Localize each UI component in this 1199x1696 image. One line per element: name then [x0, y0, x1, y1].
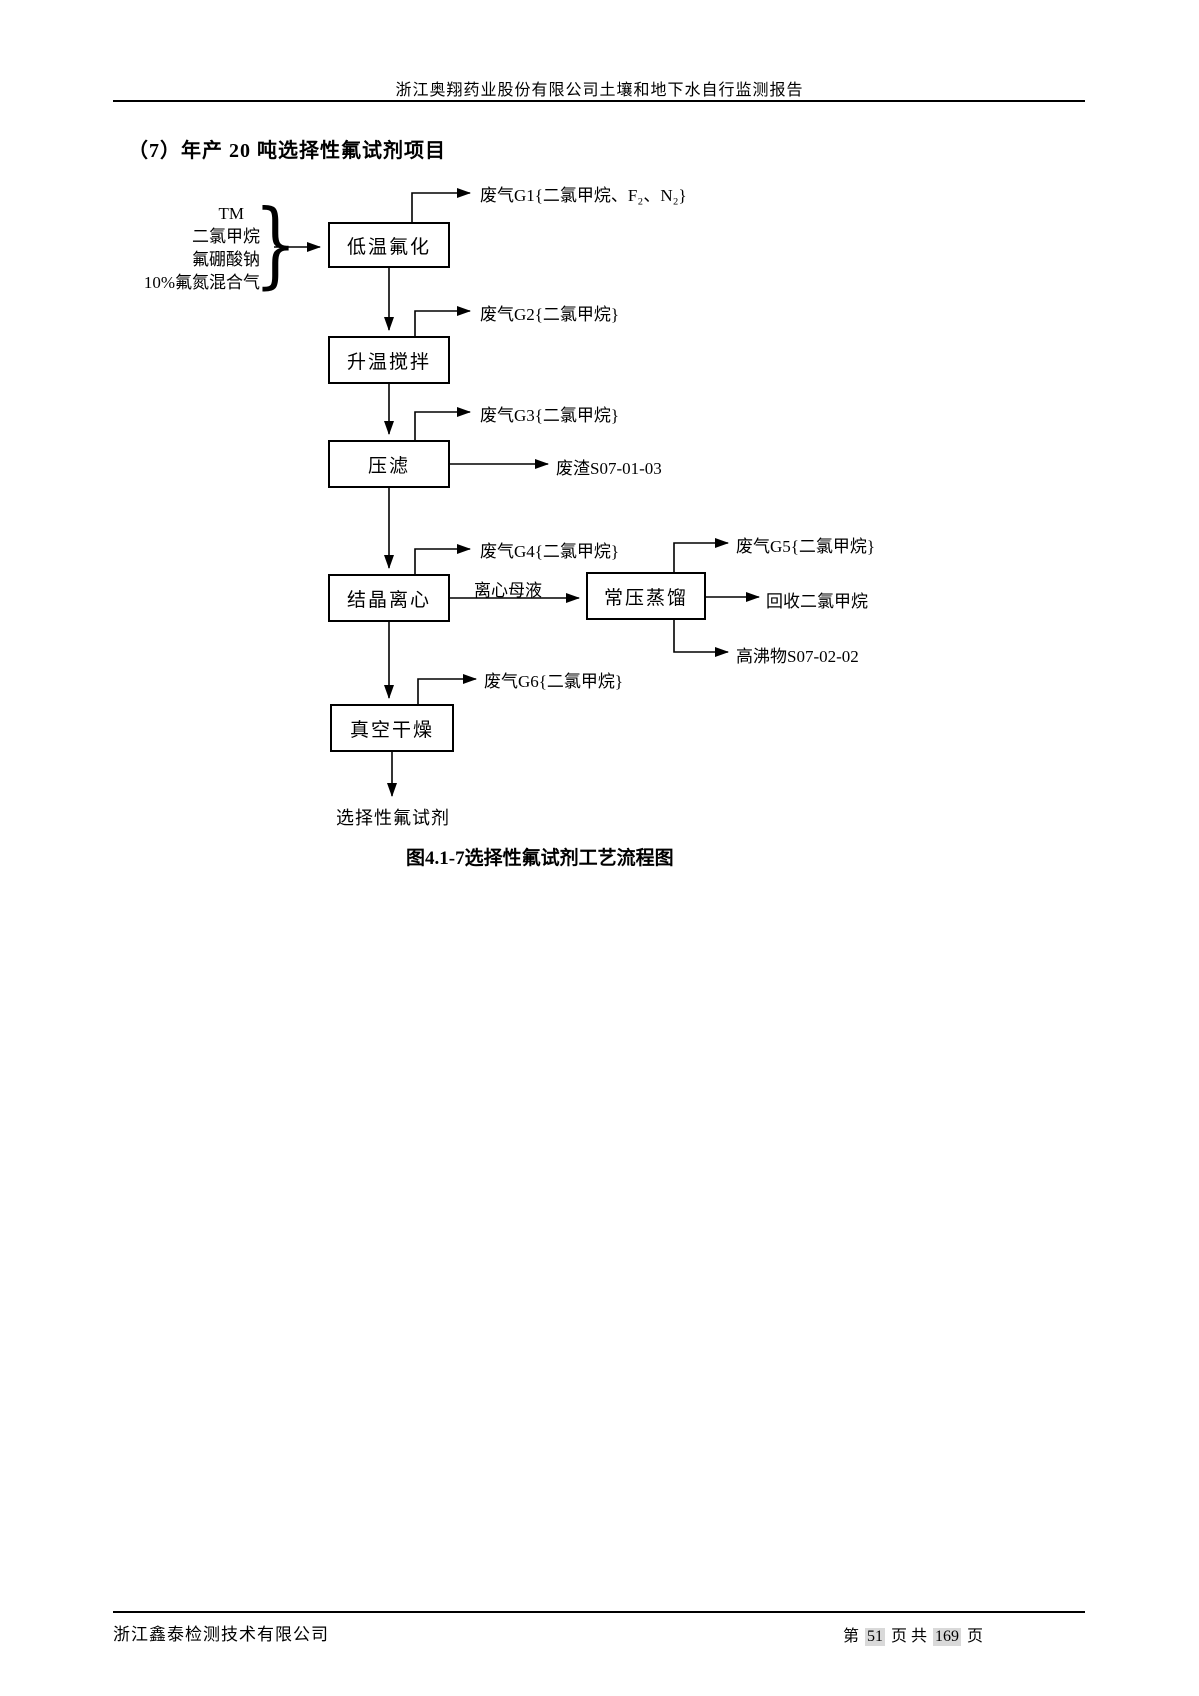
process-box-label: 常压蒸馏 [603, 587, 688, 609]
input-tm: TM [218, 204, 245, 223]
process-box-press-filtration: 压滤 [328, 440, 450, 488]
footer-page-middle: 页 共 [890, 1628, 927, 1645]
input-sodium-fluoroborate: 氟硼酸钠 [192, 250, 260, 269]
process-box-low-temp-fluorination: 低温氟化 [328, 222, 450, 268]
footer-page-current: 51 [864, 1628, 885, 1646]
label-waste-slag: 废渣S07-01-03 [556, 459, 662, 478]
header-rule [113, 100, 1085, 102]
raw-material-inputs: TM 二氯甲烷 氟硼酸钠 10%氟氮混合气 [140, 202, 260, 294]
process-box-label: 升温搅拌 [346, 351, 431, 373]
footer-page-prefix: 第 [842, 1628, 859, 1645]
footer-page-suffix: 页 [966, 1628, 983, 1645]
label-waste-gas-g1: 废气G1{二氯甲烷、F₂、N₂} [480, 186, 687, 205]
process-box-vacuum-drying: 真空干燥 [330, 704, 454, 752]
label-recovered-dichloromethane: 回收二氯甲烷 [766, 592, 868, 611]
process-box-label: 结晶离心 [346, 589, 431, 611]
input-dichloromethane: 二氯甲烷 [192, 227, 260, 246]
process-box-atmospheric-distillation: 常压蒸馏 [586, 572, 706, 620]
process-box-label: 压滤 [367, 455, 410, 477]
label-waste-gas-g2: 废气G2{二氯甲烷} [480, 305, 620, 324]
footer-page-total: 169 [932, 1628, 961, 1646]
process-box-crystallization-centrifuge: 结晶离心 [328, 574, 450, 622]
label-waste-gas-g5: 废气G5{二氯甲烷} [736, 537, 876, 556]
process-box-label: 低温氟化 [346, 236, 431, 258]
process-box-heating-stirring: 升温搅拌 [328, 336, 450, 384]
figure-caption: 图4.1-7选择性氟试剂工艺流程图 [406, 848, 674, 869]
footer-page-info: 第 51 页 共 169 页 [840, 1622, 986, 1646]
header-title: 浙江奥翔药业股份有限公司土壤和地下水自行监测报告 [395, 82, 804, 99]
input-fn-mixed-gas: 10%氟氮混合气 [143, 273, 260, 292]
inputs-brace: } [254, 190, 298, 299]
section-heading: （7）年产 20 吨选择性氟试剂项目 [128, 140, 446, 162]
label-centrifuge-mother-liquor: 离心母液 [474, 581, 542, 600]
footer-rule [113, 1611, 1085, 1613]
label-waste-gas-g6: 废气G6{二氯甲烷} [484, 672, 624, 691]
label-waste-gas-g4: 废气G4{二氯甲烷} [480, 542, 620, 561]
process-box-label: 真空干燥 [349, 719, 434, 741]
label-final-product: 选择性氟试剂 [336, 808, 450, 828]
label-waste-gas-g3: 废气G3{二氯甲烷} [480, 406, 620, 425]
label-high-boiler: 高沸物S07-02-02 [736, 647, 859, 666]
footer-company: 浙江鑫泰检测技术有限公司 [113, 1625, 329, 1644]
